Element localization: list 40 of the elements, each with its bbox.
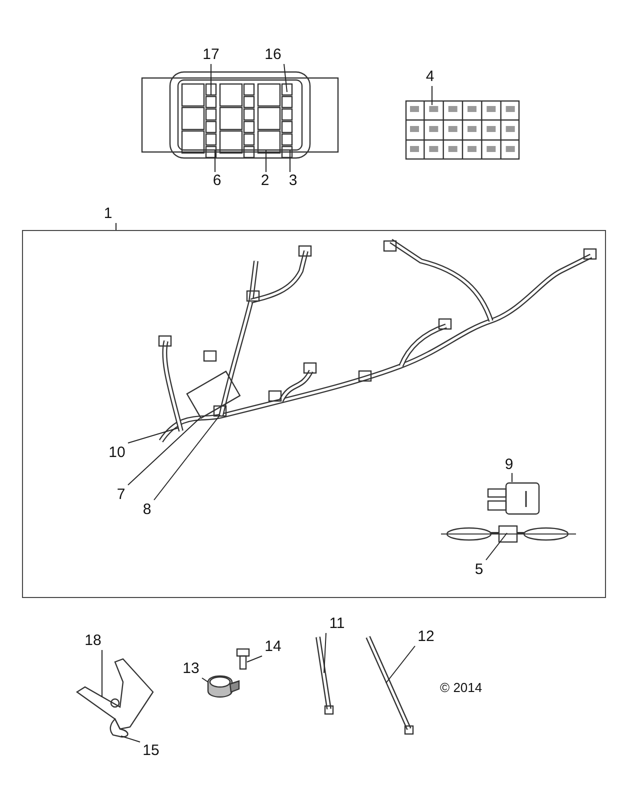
leader-line: [386, 646, 416, 684]
leader-line: [246, 656, 262, 662]
connector-drawing: [486, 481, 541, 516]
callout-number: 10: [105, 444, 129, 462]
callout-number: 8: [139, 501, 155, 519]
panel-frame: [22, 230, 606, 598]
cable-tie-drawing: [365, 635, 415, 735]
callout-number: 11: [326, 615, 348, 633]
callout-number: 12: [415, 628, 437, 646]
leader-line: [154, 414, 220, 500]
callout-number: 9: [501, 456, 517, 474]
leader-line: [284, 64, 288, 92]
bracket-drawing: [75, 657, 155, 737]
callout-number: 4: [423, 68, 437, 86]
callout-number: 13: [180, 660, 202, 678]
leader-line: [210, 64, 212, 96]
bolt-drawing: [235, 648, 251, 670]
copyright-note: © 2014: [440, 680, 482, 695]
leader-line: [202, 678, 208, 682]
callout-number: 7: [113, 486, 129, 504]
decal-drawing: [405, 100, 520, 160]
leader-line: [120, 736, 140, 742]
callout-number: 5: [471, 561, 487, 579]
leader-line: [128, 418, 200, 486]
callout-number: 2: [257, 172, 273, 190]
leader-line: [214, 150, 216, 172]
callout-number: 15: [140, 742, 162, 760]
callout-number: 1: [100, 205, 116, 223]
callout-number: 18: [82, 632, 104, 650]
fuse-box-drawing: [140, 70, 340, 160]
leader-line: [128, 428, 178, 444]
leader-line: [486, 532, 508, 560]
callout-number: 6: [209, 172, 225, 190]
callout-number: 14: [262, 638, 284, 656]
callout-number: 16: [262, 46, 284, 64]
callout-number: 17: [200, 46, 222, 64]
leader-line: [324, 632, 326, 674]
callout-number: 3: [285, 172, 301, 190]
jumper-harness-drawing: [441, 523, 576, 545]
cable-tie-drawing: [315, 635, 335, 715]
